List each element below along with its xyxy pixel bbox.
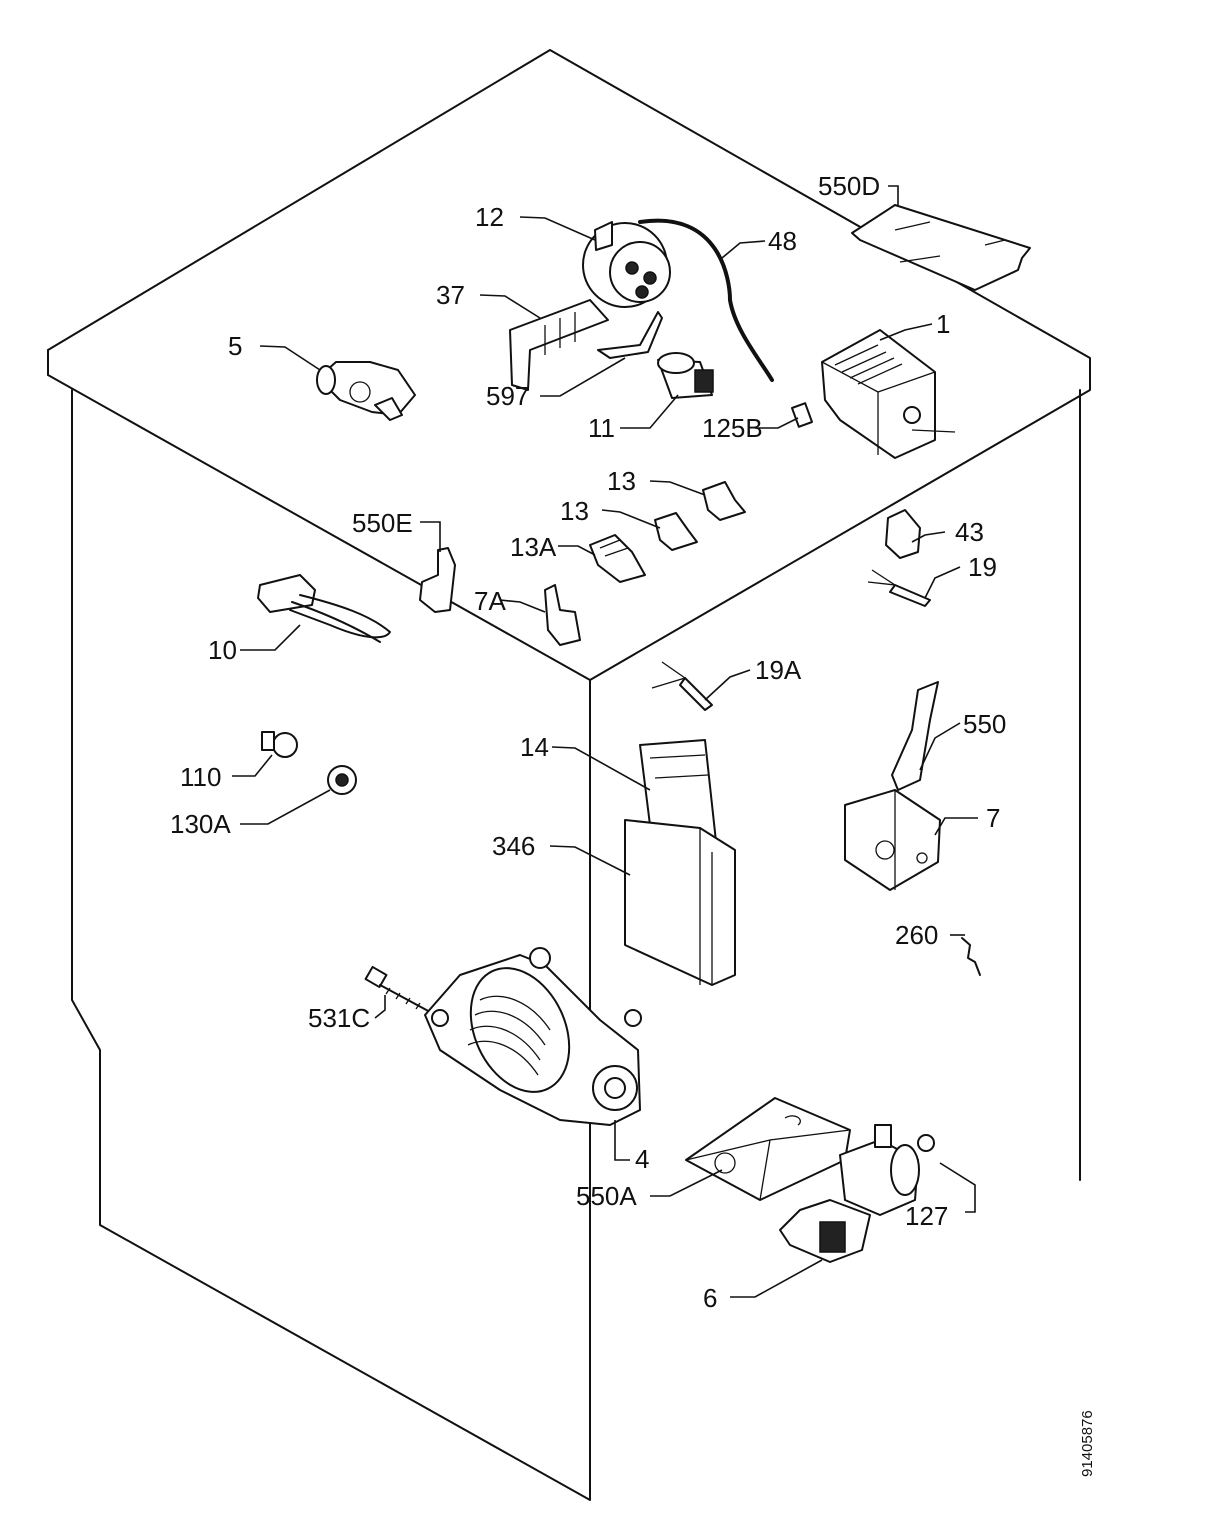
part-531c-screw — [364, 965, 433, 1014]
label-19: 19 — [968, 552, 997, 582]
part-346-dispenser-box — [624, 819, 736, 986]
part-37-bracket — [509, 299, 609, 391]
label-550: 550 — [963, 709, 1006, 739]
part-597-clip — [597, 311, 663, 359]
part-10-heating-element — [257, 574, 391, 643]
part-260-spring — [961, 937, 981, 976]
label-4: 4 — [635, 1144, 649, 1174]
label-550e: 550E — [352, 508, 413, 538]
part-4-motor — [424, 947, 642, 1126]
part-6-drain-pump — [779, 1124, 920, 1263]
label-260: 260 — [895, 920, 938, 950]
label-531c: 531C — [308, 1003, 370, 1033]
part-130a-gear — [327, 765, 357, 795]
part-550a-cover — [685, 1097, 851, 1201]
label-550d: 550D — [818, 171, 880, 201]
cabinet-outline — [47, 49, 1091, 1501]
leader-lines — [232, 185, 978, 1298]
label-125b: 127 — [905, 1201, 948, 1231]
label-48: 110 — [180, 762, 221, 792]
label-43: 43 — [955, 517, 984, 547]
part-127-pin — [791, 402, 813, 428]
part-labels: 550D 12 48 37 1 5 597 11 125B 13 13 550E… — [170, 171, 1006, 1313]
label-127: 125B — [702, 413, 763, 443]
label-6: 6 — [703, 1283, 717, 1313]
document-number: 91405876 — [1079, 1410, 1096, 1477]
part-48-component — [261, 731, 298, 758]
part-550-lever — [891, 681, 939, 791]
label-550a: 550A — [576, 1181, 637, 1211]
part-550e-bracket — [419, 547, 456, 613]
label-130a: 130A — [170, 809, 231, 839]
part-43-component — [885, 509, 921, 559]
part-550d-cover-plate — [851, 204, 1031, 291]
part-5-inlet-valve — [316, 361, 416, 421]
part-13-connector-middle — [654, 512, 698, 551]
part-125b-o-ring — [917, 1134, 935, 1152]
label-110: 48 — [768, 226, 797, 256]
label-12: 12 — [475, 202, 504, 232]
part-1-programmer — [821, 329, 956, 459]
label-13a: 13A — [510, 532, 557, 562]
label-7a: 7A — [474, 586, 506, 616]
label-7: 7 — [986, 803, 1000, 833]
label-13-upper: 13 — [607, 466, 636, 496]
label-14: 14 — [520, 732, 549, 762]
label-597: 597 — [486, 381, 529, 411]
part-19-sensor — [867, 569, 931, 607]
label-19a: 19A — [755, 655, 802, 685]
part-13a-connector — [589, 534, 646, 583]
label-11: 11 — [588, 413, 615, 443]
label-1: 1 — [936, 309, 950, 339]
part-11-capacitor — [657, 352, 714, 399]
part-13-connector-upper — [702, 481, 746, 521]
label-37: 37 — [436, 280, 465, 310]
label-13-middle: 13 — [560, 496, 589, 526]
part-7a-microswitch — [544, 584, 581, 646]
part-19a-sensor — [651, 661, 713, 711]
part-110-hose — [638, 218, 774, 382]
label-5: 5 — [228, 331, 242, 361]
label-346: 346 — [492, 831, 535, 861]
label-10: 10 — [208, 635, 237, 665]
part-12-pressure-switch — [582, 221, 671, 308]
part-7-door-lock — [844, 789, 941, 891]
